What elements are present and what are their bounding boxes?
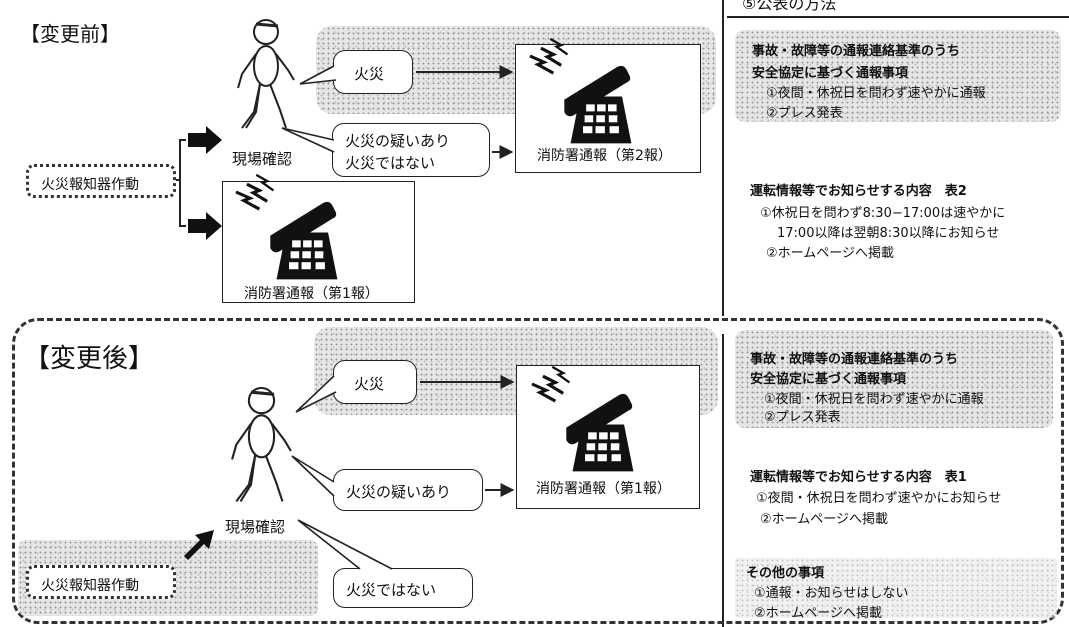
rb-block1-item2: ②プレス発表 — [766, 106, 843, 121]
before-block-arrow-top-icon — [188, 126, 222, 154]
after-callout-suspect-text: 火災の疑いあり — [346, 483, 452, 501]
rb-block2-title: 運転情報等でお知らせする内容 表2 — [750, 184, 967, 199]
before-callout-suspect: 火災の疑いあり 火災ではない — [332, 123, 490, 177]
before-branch-lines — [176, 139, 186, 227]
ra-block3-title: その他の事項 — [746, 566, 825, 581]
after-suspect-tail — [291, 455, 335, 497]
rb-block2-item2: ②ホームページへ掲載 — [766, 246, 895, 261]
after-callout-notfire: 火災ではない — [333, 568, 473, 608]
before-callout-fire-text: 火災 — [354, 65, 385, 83]
ra-block1-item1: ①夜間・休祝日を問わず速やかに通報 — [764, 392, 984, 407]
after-callout-fire: 火災 — [333, 360, 417, 404]
ra-block2-item1: ①夜間・休祝日を問わず速やかにお知らせ — [756, 491, 1002, 506]
after-phone-icon — [530, 365, 635, 473]
ra-block2-title: 運転情報等でお知らせする内容 表1 — [750, 470, 967, 485]
before-walker-icon — [236, 18, 296, 130]
after-callout-fire-text: 火災 — [354, 375, 385, 393]
after-trigger-box: 火災報知器作動 — [26, 565, 176, 599]
after-callout-notfire-text: 火災ではない — [346, 581, 437, 599]
after-person-label: 現場確認 — [225, 518, 286, 536]
before-callout-notfire-text: 火災ではない — [345, 154, 436, 172]
header-underline — [727, 16, 1069, 18]
after-block-arrow-icon — [184, 530, 214, 560]
before-fire-tail — [299, 65, 337, 85]
rb-block2-item1b: 17:00以降は翌朝8:30以降にお知らせ — [777, 226, 1000, 241]
before-block-arrow-bottom-icon — [188, 212, 222, 240]
ra-block1-item2: ②プレス発表 — [764, 410, 841, 425]
after-title: 【変更後】 — [24, 344, 155, 374]
before-report1-label: 消防署通報（第1報） — [244, 286, 379, 302]
before-callout-fire: 火災 — [333, 50, 413, 94]
after-fire-tail — [295, 375, 337, 413]
right-after-other-shade — [735, 558, 1057, 618]
before-title: 【変更前】 — [20, 22, 120, 46]
before-report2-label: 消防署通報（第2報） — [537, 148, 672, 164]
before-callout-suspect-text: 火災の疑いあり — [345, 132, 451, 150]
before-person-label: 現場確認 — [232, 150, 293, 168]
before-trigger-box: 火災報知器作動 — [26, 164, 176, 198]
header-partial-title: ⑤公表の方法 — [742, 0, 837, 13]
after-report1-label: 消防署通報（第1報） — [536, 481, 671, 497]
before-phone2-icon — [528, 37, 633, 145]
ra-block3-item1: ①通報・お知らせはしない — [754, 586, 909, 601]
ra-block2-item2: ②ホームページへ掲載 — [760, 512, 889, 527]
after-notfire-tail — [297, 519, 393, 570]
before-suspect-tail — [281, 127, 335, 153]
after-callout-suspect: 火災の疑いあり — [333, 469, 483, 511]
ra-block3-item2: ②ホームページへ掲載 — [754, 606, 883, 621]
column-divider — [722, 0, 724, 316]
rb-block1-title1: 事故・故障等の通報連絡基準のうち — [752, 44, 961, 59]
rb-block2-item1a: ①休祝日を問わず8:30−17:00は速やかに — [760, 206, 1006, 221]
rb-block1-title2: 安全協定に基づく通報事項 — [752, 66, 909, 81]
after-walker-icon — [230, 386, 293, 503]
column-divider-lower — [722, 334, 724, 627]
after-dashed-frame — [12, 318, 1064, 624]
rb-block1-item1: ①夜間・休祝日を問わず速やかに通報 — [766, 86, 986, 101]
ra-block1-title2: 安全協定に基づく通報事項 — [750, 372, 907, 387]
ra-block1-title1: 事故・故障等の通報連絡基準のうち — [750, 352, 959, 367]
right-before-shaded — [735, 30, 1061, 122]
before-phone1-icon — [234, 173, 339, 281]
before-trigger-text: 火災報知器作動 — [41, 177, 139, 193]
after-trigger-text: 火災報知器作動 — [41, 578, 139, 594]
right-after-shaded — [735, 330, 1053, 428]
